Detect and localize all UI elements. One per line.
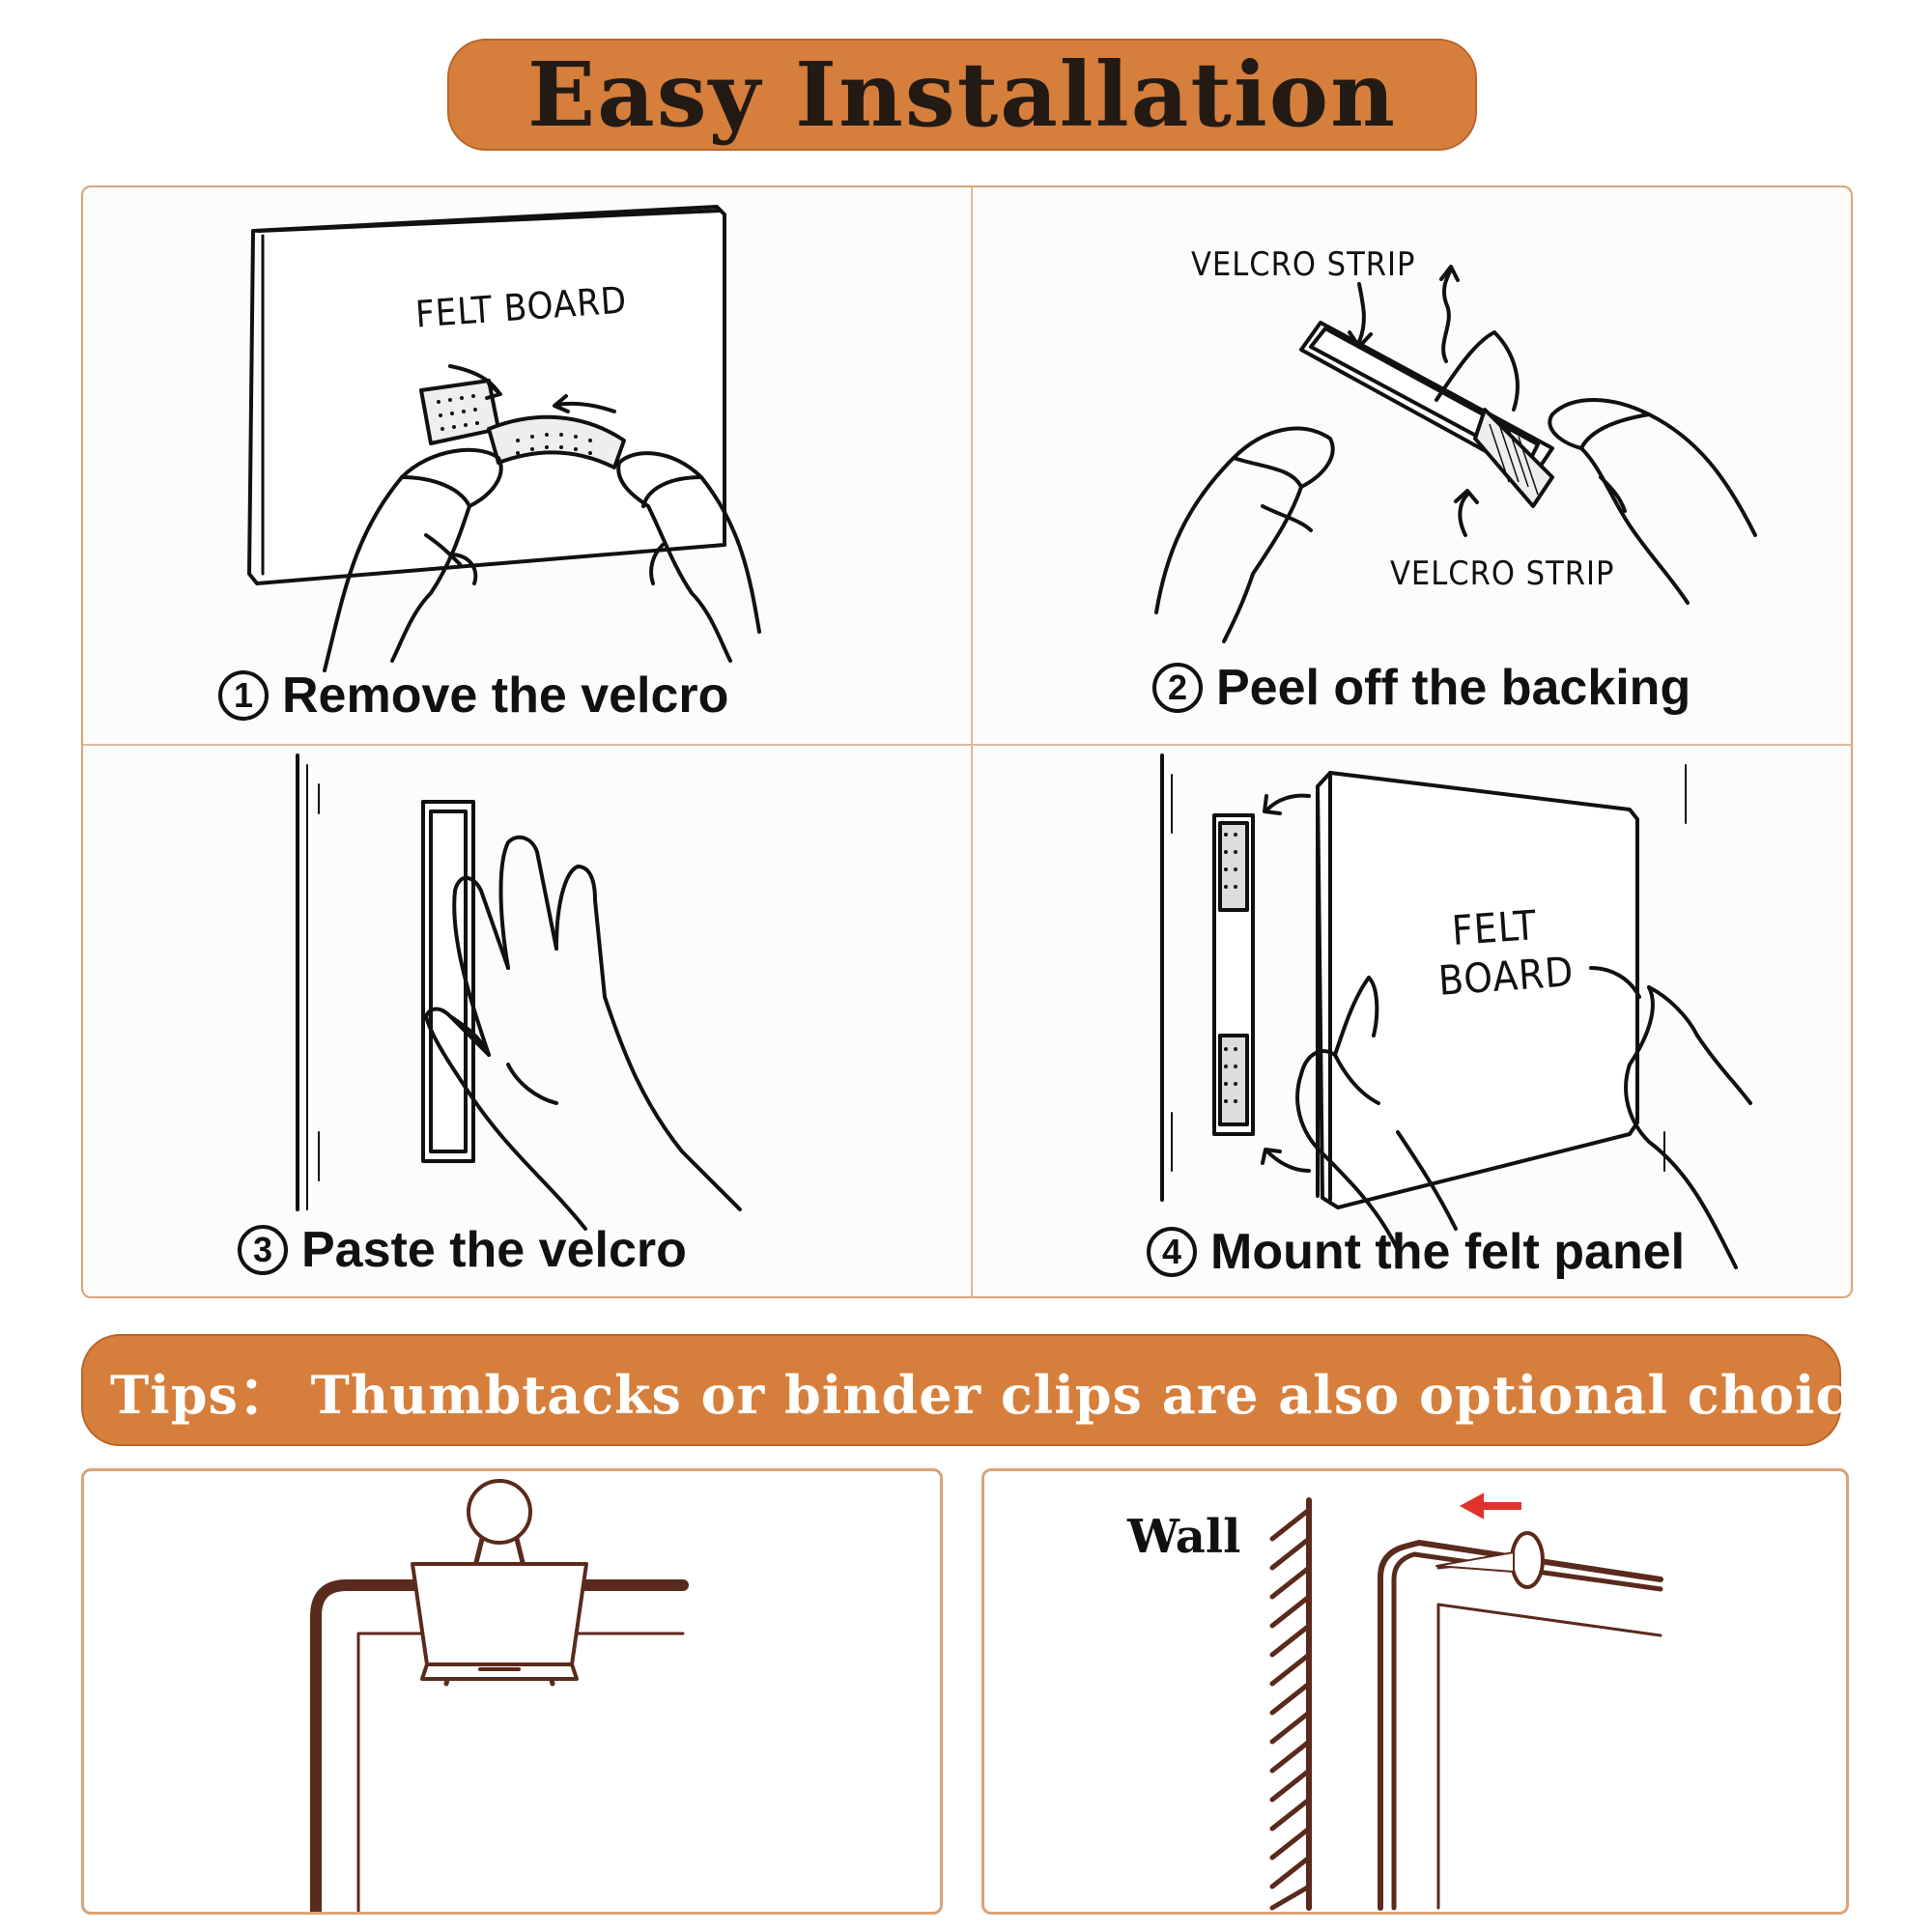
step-2-number: 2 xyxy=(1152,663,1203,713)
mount-felt-panel-illustration xyxy=(1160,753,1752,1269)
paste-velcro-illustration xyxy=(296,753,742,1231)
felt-label: FELT xyxy=(1450,900,1539,955)
step-2-text: Peel off the backing xyxy=(1216,660,1691,716)
step-3-number: 3 xyxy=(238,1225,288,1275)
step-1-caption: 1 Remove the velcro xyxy=(218,667,728,724)
binder-clip-illustration xyxy=(310,1479,689,1912)
step-2-caption: 2 Peel off the backing xyxy=(1152,659,1690,717)
felt-board-hands-illustration xyxy=(247,205,761,672)
board-label: BOARD xyxy=(1436,948,1576,1005)
thumbtack-tip-panel: Wall xyxy=(981,1468,1849,1915)
wall-label: Wall xyxy=(1127,1510,1241,1564)
velcro-strip-label-bottom: VELCRO STRIP xyxy=(1390,554,1615,593)
step-3-caption: 3 Paste the velcro xyxy=(238,1221,687,1279)
binder-clip-tip-panel xyxy=(81,1468,943,1915)
step-4-caption: 4 Mount the felt panel xyxy=(1147,1223,1685,1281)
step-3-panel: 3 Paste the velcro xyxy=(83,746,973,1296)
step-1-text: Remove the velcro xyxy=(282,668,729,724)
velcro-strip-label-top: VELCRO STRIP xyxy=(1191,245,1416,284)
tips-banner: Tips： Thumbtacks or binder clips are als… xyxy=(81,1334,1912,1446)
steps-grid: FELT BOARD 1 Remove the velcro xyxy=(81,185,1853,1298)
step-2-panel: VELCRO STRIP VELCRO STRIP 2 Peel off the… xyxy=(973,187,1851,746)
step-4-panel: FELT BOARD 4 Mount the felt panel xyxy=(973,746,1851,1296)
peel-backing-illustration xyxy=(1154,265,1757,643)
title-banner: Easy Installation xyxy=(447,39,1477,151)
step-1-number: 1 xyxy=(218,670,269,721)
thumbtack-illustration xyxy=(1269,1492,1663,1911)
step-3-text: Paste the velcro xyxy=(301,1222,687,1278)
page-title: Easy Installation xyxy=(526,43,1398,147)
step-4-number: 4 xyxy=(1147,1227,1197,1277)
step-1-panel: FELT BOARD 1 Remove the velcro xyxy=(83,187,973,746)
tips-text: Tips： Thumbtacks or binder clips are als… xyxy=(110,1363,1914,1426)
step-4-text: Mount the felt panel xyxy=(1210,1224,1686,1280)
